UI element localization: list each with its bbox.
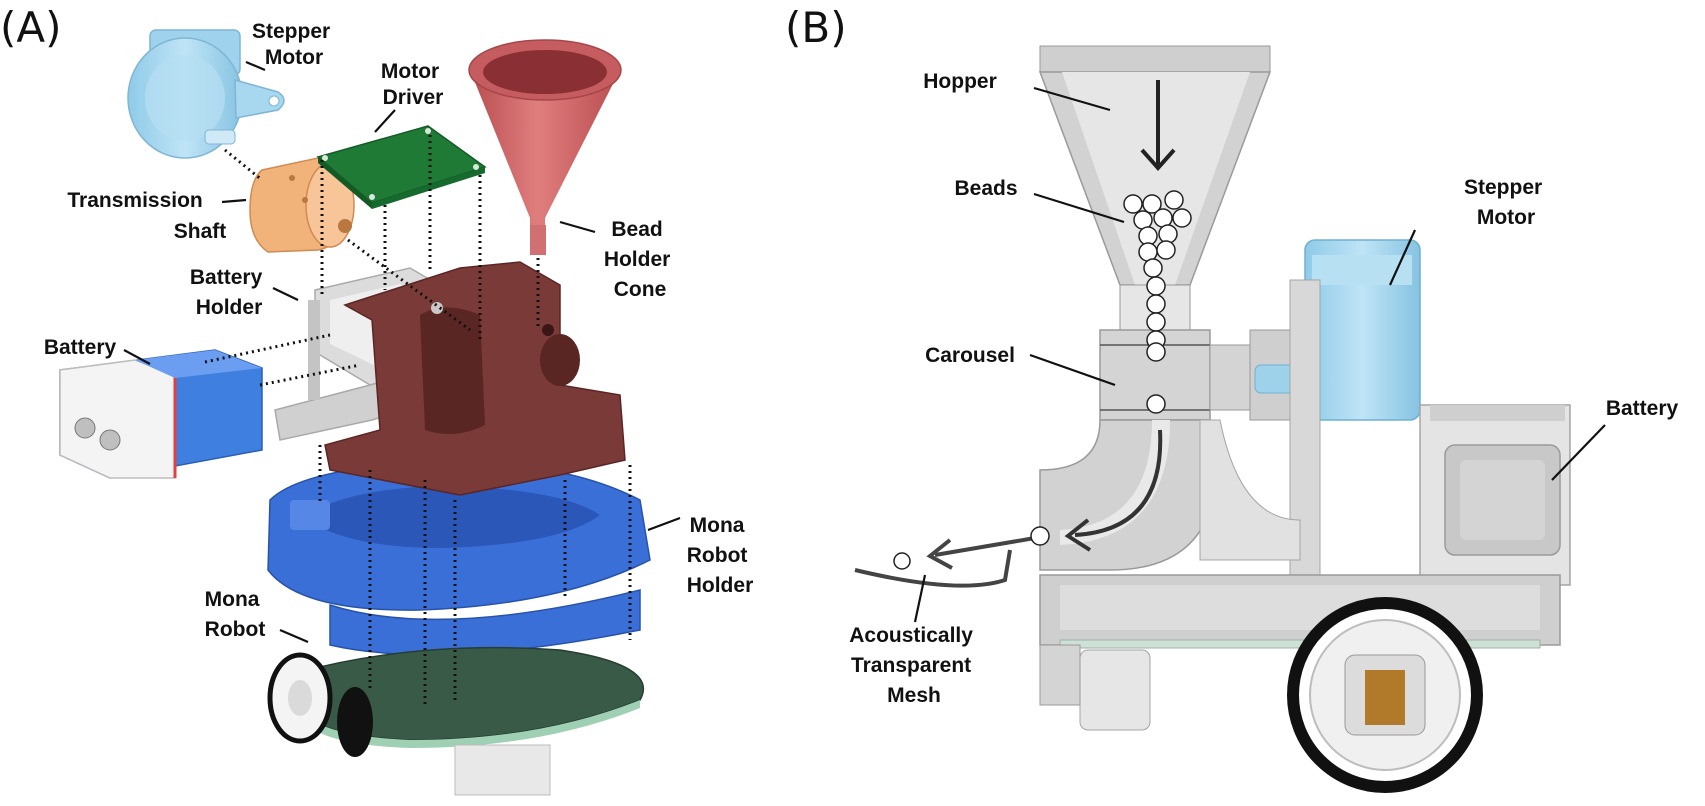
leader-mona-robot-holder xyxy=(647,516,681,532)
leader-hopper xyxy=(1033,86,1111,112)
leader-stepper-motor-b xyxy=(1388,229,1417,286)
label-battery-a: Battery xyxy=(44,336,117,359)
beads xyxy=(893,190,1192,570)
panel-b: (B) xyxy=(785,3,1679,793)
carousel-part xyxy=(1099,329,1251,421)
panel-b-label: (B) xyxy=(785,3,847,52)
label-stepper-motor-b: Stepper Motor xyxy=(1464,176,1548,229)
label-hopper: Hopper xyxy=(923,70,997,93)
leader-bead-holder-cone xyxy=(559,220,596,234)
leader-stepper-motor-a xyxy=(245,60,266,72)
label-mona-robot-holder: Mona Robot Holder xyxy=(687,514,754,597)
leader-mesh xyxy=(913,574,927,623)
motor-driver-part xyxy=(316,125,487,209)
leader-motor-driver xyxy=(374,109,396,133)
label-battery-b: Battery xyxy=(1606,397,1679,420)
frame-part xyxy=(324,261,626,496)
leader-mona-robot xyxy=(279,628,309,644)
label-mona-robot: Mona Robot xyxy=(205,588,266,641)
leader-beads xyxy=(1033,192,1125,224)
leader-battery-a xyxy=(123,349,151,365)
mona-robot-part xyxy=(267,646,645,796)
label-carousel: Carousel xyxy=(925,344,1015,367)
bead-holder-cone-part xyxy=(468,39,622,255)
flow-arrow-down xyxy=(1140,80,1176,172)
label-transmission-shaft: Transmission Shaft xyxy=(67,189,226,243)
assembly-lines xyxy=(204,135,632,705)
battery-b-part xyxy=(1444,444,1561,556)
leader-battery-b xyxy=(1551,424,1606,481)
label-motor-driver: Motor Driver xyxy=(381,60,445,109)
stepper-motor-part xyxy=(127,29,285,159)
mesh-part xyxy=(854,536,1036,588)
label-beads: Beads xyxy=(954,177,1017,200)
stepper-motor-b-part xyxy=(1249,239,1421,421)
flow-arrow-curve xyxy=(1064,429,1163,552)
battery-part xyxy=(59,349,263,479)
leader-transmission-shaft xyxy=(221,198,247,204)
wheel-part xyxy=(1287,597,1483,793)
leader-carousel xyxy=(1029,353,1116,387)
chute-part xyxy=(1039,419,1211,571)
label-battery-holder: Battery Holder xyxy=(190,266,268,319)
mona-robot-holder-part xyxy=(267,460,651,656)
panel-a: (A) xyxy=(0,3,754,796)
label-stepper-motor-a: Stepper Motor xyxy=(252,20,336,69)
panel-a-label: (A) xyxy=(0,3,62,52)
leader-battery-holder xyxy=(272,287,299,301)
label-bead-holder-cone: Bead Holder Cone xyxy=(604,218,676,301)
hopper-part xyxy=(1038,45,1272,331)
label-mesh: Acoustically Transparent Mesh xyxy=(849,624,979,707)
